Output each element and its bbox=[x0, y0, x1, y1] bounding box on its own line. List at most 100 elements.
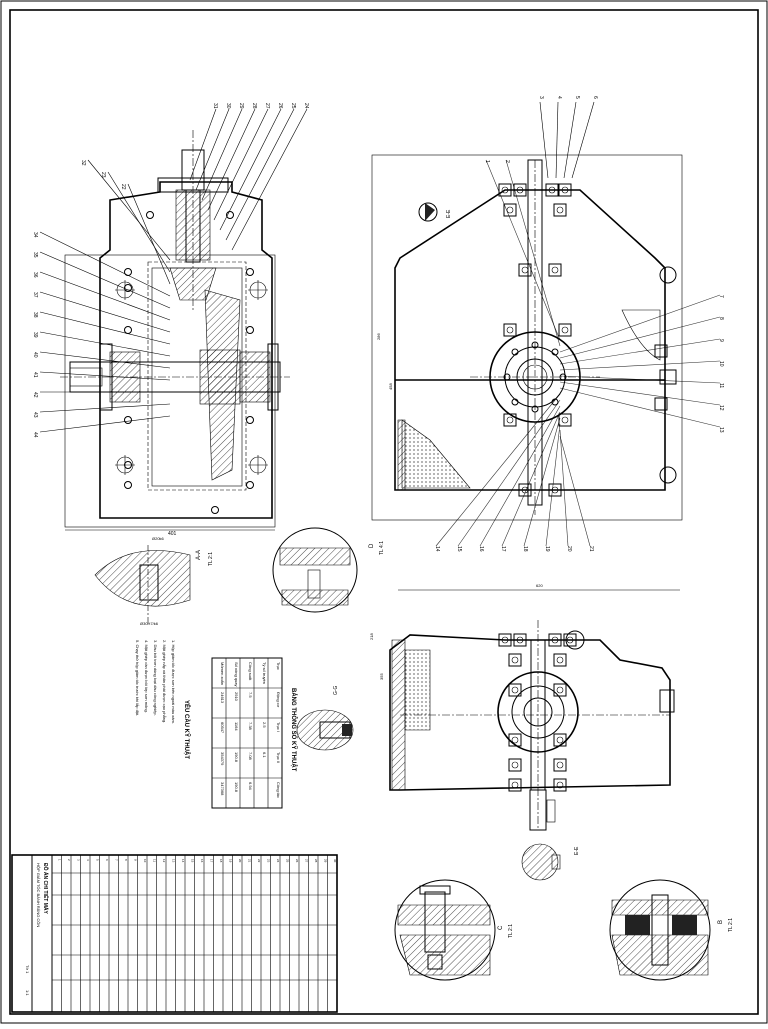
bom-row-index: 15 bbox=[190, 859, 194, 863]
part-callout: 9 bbox=[718, 339, 724, 342]
technical-requirements: YÊU CẦU KỸ THUẬT 1. Hộp giảm tốc được sơn… bbox=[135, 640, 191, 759]
bolt-hole bbox=[246, 416, 254, 424]
bom-row-index: 21 bbox=[247, 859, 251, 863]
flange-bolt bbox=[551, 398, 559, 406]
table-cell: 190.8 bbox=[234, 782, 239, 793]
table-cell: Công suất bbox=[248, 662, 253, 681]
requirements-title: YÊU CẦU KỸ THUẬT bbox=[183, 700, 191, 759]
dim-small: Ø20k6 bbox=[152, 536, 165, 541]
frame-outline bbox=[64, 254, 276, 528]
part-callout: 37 bbox=[32, 292, 38, 298]
bolt-head bbox=[548, 483, 562, 497]
table-cell: 2.5 bbox=[262, 722, 267, 728]
bolt-hole bbox=[226, 211, 234, 219]
detail-b-circle: B TL 2:1 bbox=[609, 879, 734, 981]
bolt-head bbox=[553, 203, 567, 217]
part-callout: 23 bbox=[100, 172, 106, 178]
bom-row-index: 1 bbox=[57, 859, 61, 861]
bolt-hole bbox=[124, 326, 132, 334]
bolt-hole bbox=[246, 268, 254, 276]
bolt-head bbox=[503, 323, 517, 337]
table-cell: 7.5 bbox=[248, 692, 253, 698]
part-callout: 6 bbox=[592, 96, 598, 99]
table-cell: 24613 bbox=[220, 692, 225, 704]
bom-row-index: 29 bbox=[323, 859, 327, 863]
bom-row-index: 20 bbox=[238, 859, 242, 863]
flange-bolt bbox=[511, 348, 519, 356]
part-callout: 42 bbox=[32, 392, 38, 398]
part-callout: 30 bbox=[225, 103, 231, 109]
dim-right-height-inner: 286 bbox=[376, 333, 381, 340]
bom-row-index: 26 bbox=[295, 859, 299, 863]
dim-bottom-width: 620 bbox=[536, 583, 543, 588]
bolt-head bbox=[553, 653, 567, 667]
bom-row-index: 11 bbox=[152, 859, 156, 862]
bolt-head bbox=[558, 413, 572, 427]
bom-row-index: 12 bbox=[162, 859, 166, 863]
bom-row-index: 30 bbox=[333, 859, 337, 863]
part-callout: 5 bbox=[574, 96, 580, 99]
table-header-cell: Trục bbox=[276, 662, 281, 670]
dim-bottom-h2: 355 bbox=[379, 673, 384, 680]
bolt-hole bbox=[146, 211, 154, 219]
part-callout: 7 bbox=[718, 295, 724, 298]
bom-row-index: 13 bbox=[171, 859, 175, 863]
bolt-head bbox=[548, 633, 562, 647]
requirement-line: 1. Hộp giảm tốc được sơn bên ngoài màu x… bbox=[171, 640, 176, 724]
section-d-scale: TL 4:1 bbox=[379, 541, 385, 555]
table-cell: Tỷ số truyền bbox=[262, 662, 267, 684]
bolt-head bbox=[553, 778, 567, 792]
table-cell: 60547 bbox=[220, 722, 225, 734]
bom-row-index: 19 bbox=[228, 859, 232, 863]
part-callout: 43 bbox=[32, 412, 38, 418]
table-cell: 190.8 bbox=[234, 752, 239, 763]
section-e2-label: E-E bbox=[574, 846, 580, 855]
bom-row-index: 25 bbox=[285, 859, 289, 863]
table-cell: Số vòng quay bbox=[234, 662, 239, 686]
bom-row-index: 28 bbox=[314, 859, 318, 863]
table-cell: 6.94 bbox=[248, 782, 253, 791]
title-scale: 1:1 bbox=[25, 990, 30, 996]
section-g-label: G-G bbox=[333, 685, 339, 695]
section-e-small: E-E bbox=[521, 843, 580, 881]
bom-row-index: 16 bbox=[200, 859, 204, 863]
bolt-head bbox=[508, 683, 522, 697]
bom-row-index: 2 bbox=[67, 859, 71, 861]
bom-row-index: 9 bbox=[133, 859, 137, 861]
title-sheet: Tờ 1 bbox=[25, 965, 30, 974]
view-b-scale: TL 2:1 bbox=[728, 918, 734, 932]
bom-row-index: 4 bbox=[86, 859, 90, 861]
part-callout: 25 bbox=[290, 103, 296, 109]
table-cell: 6.1 bbox=[262, 752, 267, 758]
bolt-head bbox=[558, 323, 572, 337]
title-school: ĐỒ ÁN CHI TIẾT MÁY bbox=[42, 863, 49, 914]
detail-d-circle: D TL 4:1 bbox=[272, 527, 385, 613]
view-c-scale: TL 2:1 bbox=[508, 924, 514, 938]
bolt-head bbox=[553, 758, 567, 772]
part-callout: 17 bbox=[500, 546, 506, 552]
view-c-label: C bbox=[498, 925, 504, 930]
bom-row-index: 5 bbox=[95, 859, 99, 861]
part-callout: 40 bbox=[32, 352, 38, 358]
table-cell: 2910 bbox=[234, 692, 239, 702]
bolt-head bbox=[508, 733, 522, 747]
section-d-label: D bbox=[369, 543, 375, 548]
section-a-detail: A-A TL 2:1 Ø20k6 Ø30H7/k6 bbox=[94, 536, 214, 626]
table-cell: 7.08 bbox=[248, 752, 253, 761]
part-callout: 3 bbox=[538, 96, 544, 99]
bolt-hole bbox=[124, 284, 132, 292]
part-callout: 24 bbox=[303, 103, 309, 109]
flange-bolt bbox=[559, 373, 567, 381]
bolt-head bbox=[518, 483, 532, 497]
table-header-cell: Động cơ bbox=[276, 692, 281, 708]
part-callout: 1 bbox=[484, 160, 490, 163]
bolt-head bbox=[508, 653, 522, 667]
part-callout: 21 bbox=[588, 546, 594, 552]
requirement-line: 2. Mặt ghép nắp và thân phải được cạo ph… bbox=[162, 640, 167, 723]
part-callout: 20 bbox=[566, 546, 572, 552]
view-b-label: B bbox=[718, 920, 724, 924]
section-a-label: A-A bbox=[196, 550, 202, 560]
